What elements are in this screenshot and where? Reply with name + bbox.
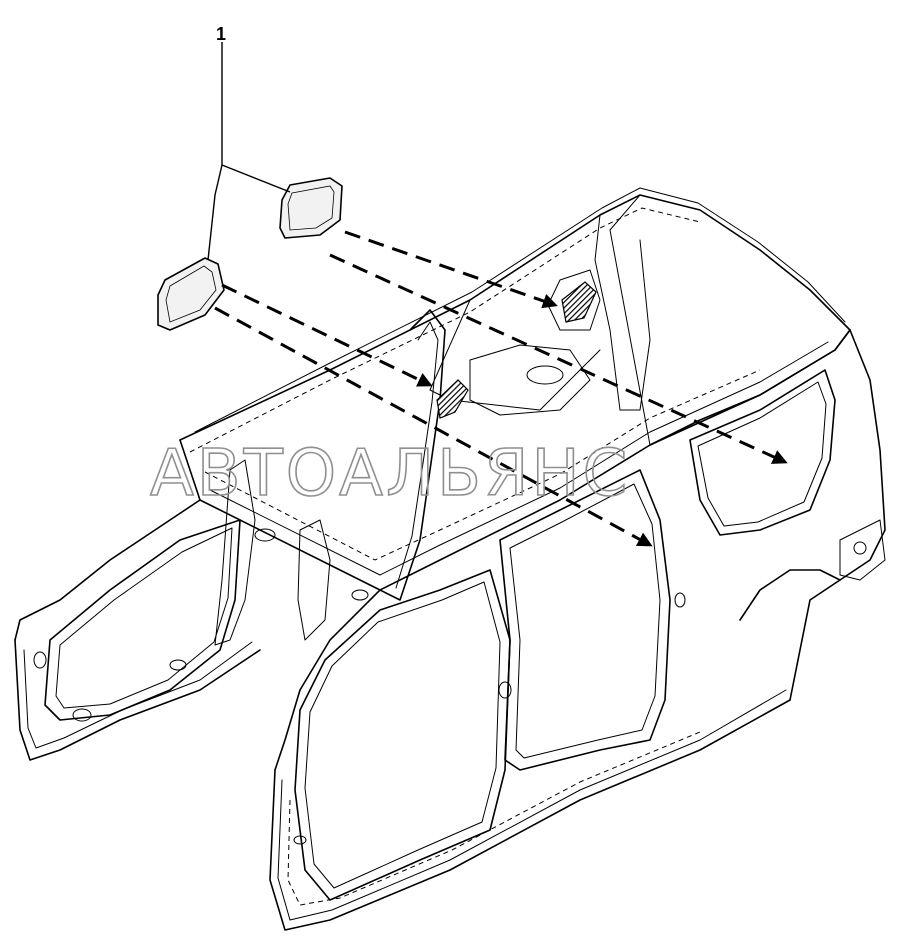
- arrow-lower-1: [221, 283, 433, 387]
- right-rear-door-opening: [499, 469, 671, 771]
- body-hole-2: [169, 659, 187, 671]
- right-sill: [269, 699, 791, 931]
- arrow-upper-1: [344, 230, 558, 309]
- installation-arrows: [214, 230, 788, 547]
- callout-number-1: 1: [216, 24, 226, 44]
- left-front-door-frame: [44, 519, 241, 721]
- roof-rail-right-inner: [194, 187, 846, 433]
- a-pillar-left: [14, 499, 201, 641]
- installed-pad-b-pillar: [436, 379, 469, 419]
- left-inner-a-pillar: [214, 459, 256, 646]
- right-rear-door-opening-inner: [509, 483, 661, 759]
- body-hole-9: [526, 365, 564, 385]
- far-c-pillar: [594, 214, 651, 411]
- watermark: АВТОАЛЬЯНС: [150, 437, 630, 511]
- b-pillar-inner: [395, 321, 439, 589]
- rear-header: [609, 194, 651, 446]
- body-hole-6: [293, 835, 307, 845]
- callout-leaders: [207, 42, 291, 261]
- arrow-upper-2: [329, 253, 788, 464]
- body-hole-5: [498, 681, 512, 699]
- body-hole-10: [33, 651, 47, 669]
- body-hole-1: [254, 528, 276, 542]
- car-body-frame: [14, 187, 886, 931]
- right-sill-dash: [287, 731, 701, 906]
- body-hole-7: [853, 541, 867, 555]
- part-1-upper: [279, 177, 343, 239]
- body-hole-4: [351, 589, 369, 601]
- right-a-pillar: [274, 589, 381, 771]
- right-front-door-opening: [294, 569, 511, 901]
- b-pillar: [379, 309, 446, 601]
- installed-pad-c-pillar: [561, 281, 597, 323]
- left-sill: [14, 639, 261, 761]
- roof-rail-dash-2: [189, 207, 701, 453]
- rear-quarter-window-inner: [697, 381, 827, 527]
- body-hole-3: [72, 708, 92, 722]
- rear-wheel-arch: [739, 569, 841, 621]
- rear-quarter-window: [689, 369, 836, 536]
- roof-rail-left-inner: [209, 341, 829, 576]
- right-sill-inner: [277, 689, 787, 921]
- far-b-pillar-panel: [469, 344, 591, 416]
- left-front-door-inner: [55, 527, 233, 709]
- left-b-pillar-far: [297, 519, 331, 641]
- arrow-lower-2: [214, 306, 653, 547]
- front-header: [179, 439, 201, 501]
- rear-end-panel: [839, 519, 886, 581]
- rear-quarter: [649, 329, 886, 701]
- body-hole-8: [674, 592, 686, 608]
- part-1-lower: [157, 257, 225, 331]
- roof-rail-right: [179, 194, 851, 441]
- right-front-door-opening-inner: [304, 581, 501, 889]
- left-sill-inner: [23, 641, 253, 749]
